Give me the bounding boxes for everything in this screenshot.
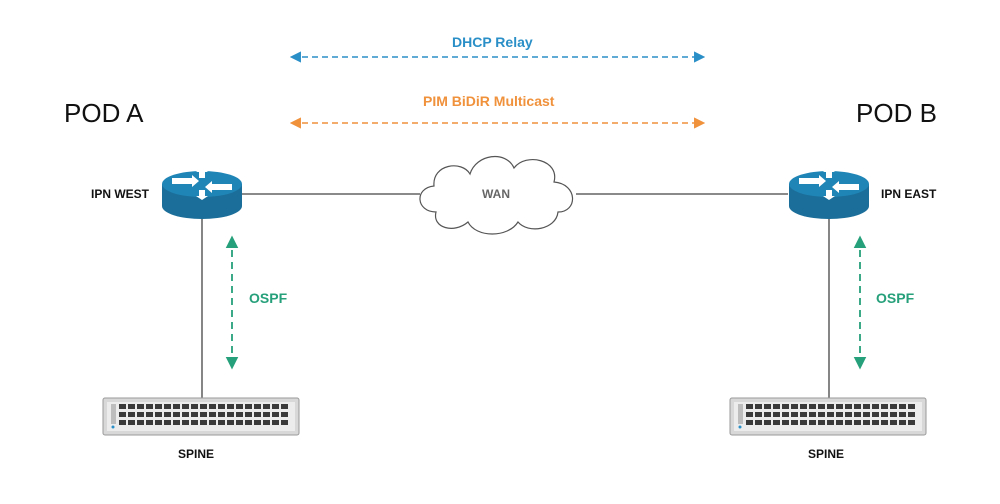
spine-east-label: SPINE [808, 447, 845, 461]
router-icon [789, 168, 869, 219]
switch-icon [103, 398, 299, 435]
dhcp-relay-label: DHCP Relay [452, 34, 533, 50]
pod-a-title: POD A [64, 98, 144, 128]
ipn-east-label: IPN EAST [881, 187, 937, 201]
spine-west-label: SPINE [178, 447, 215, 461]
switch-icon [730, 398, 926, 435]
ipn-west-label: IPN WEST [91, 187, 150, 201]
pim-multicast-label: PIM BiDiR Multicast [423, 93, 555, 109]
ospf-west-label: OSPF [249, 290, 288, 306]
pod-b-title: POD B [856, 98, 937, 128]
wan-label: WAN [482, 187, 510, 201]
router-icon [162, 168, 242, 219]
ospf-east-label: OSPF [876, 290, 915, 306]
cloud-icon [419, 155, 574, 235]
